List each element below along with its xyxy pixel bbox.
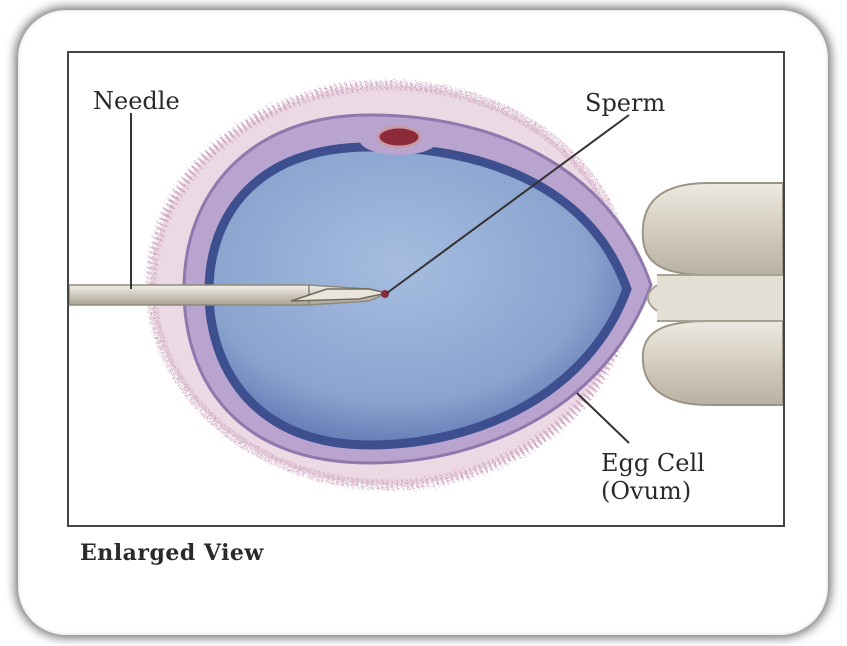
illustration-frame: Needle Sperm Egg Cell (Ovum) [67, 51, 785, 527]
holding-pipette [643, 183, 783, 405]
egg-leader-line [577, 393, 629, 443]
figure-caption: Enlarged View [80, 540, 264, 566]
egg-cell-label: Egg Cell [601, 451, 705, 475]
injection-needle [69, 285, 387, 305]
ovum-label: (Ovum) [601, 479, 691, 503]
polar-body [378, 127, 420, 147]
sperm-label: Sperm [585, 91, 665, 115]
needle-label: Needle [93, 89, 180, 113]
